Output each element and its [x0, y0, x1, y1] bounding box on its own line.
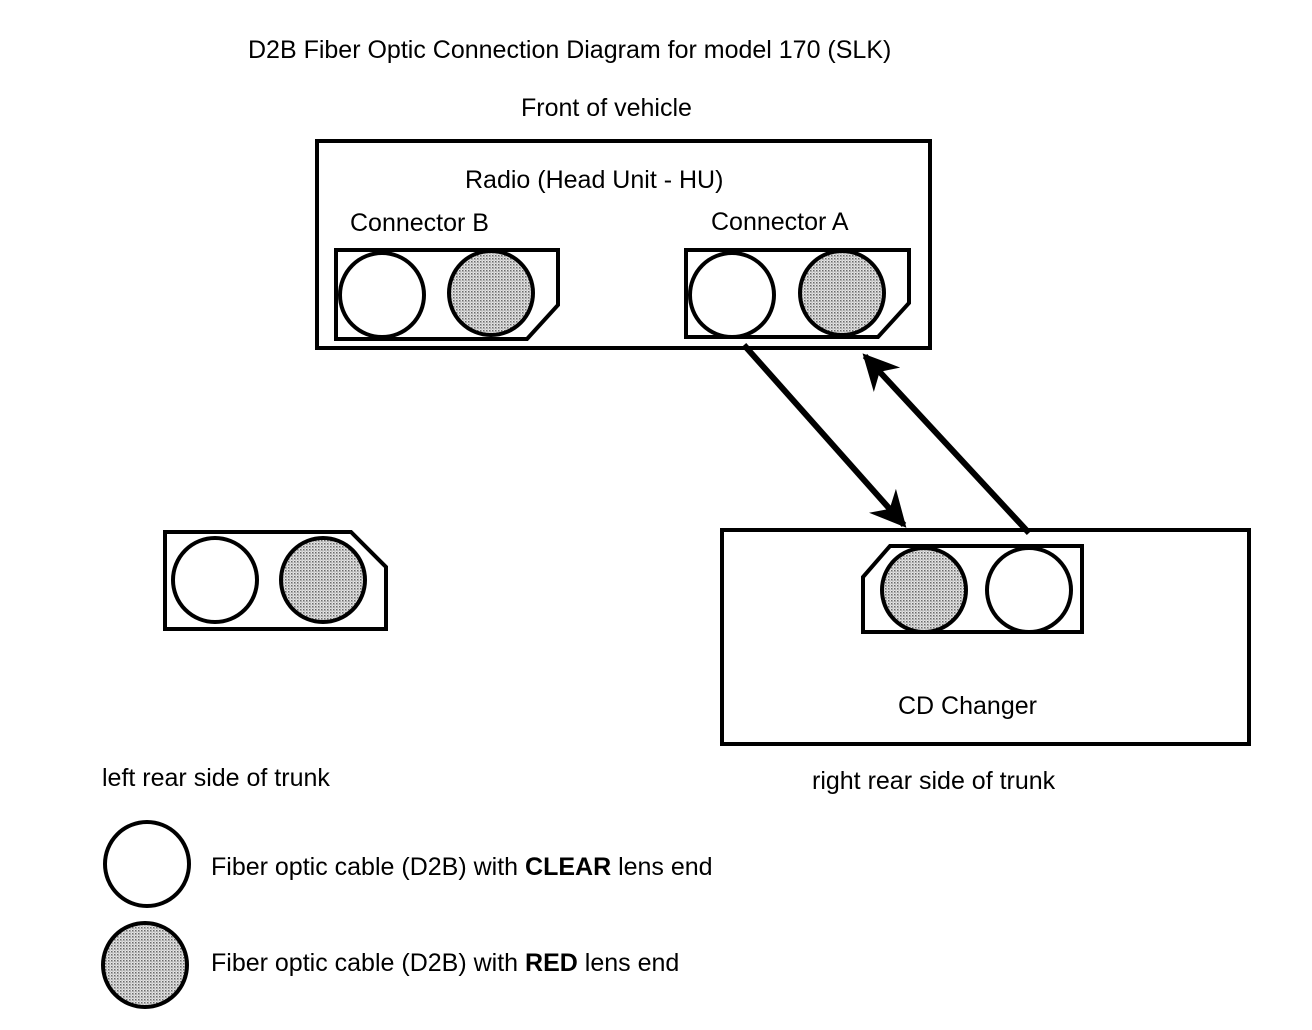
legend-clear-suffix: lens end	[611, 853, 713, 881]
connector-b-clear-lens	[338, 251, 426, 339]
legend-clear-bold: CLEAR	[525, 853, 612, 881]
left-trunk-red-lens	[279, 536, 367, 624]
connector-b-red-lens	[447, 249, 535, 337]
connector-a-housing	[684, 248, 911, 339]
legend-red-symbol	[101, 921, 189, 1009]
cd-changer-box	[720, 528, 1251, 746]
front-of-vehicle-label: Front of vehicle	[521, 94, 692, 122]
legend-red-text: Fiber optic cable (D2B) with RED lens en…	[211, 951, 679, 976]
legend-clear-text: Fiber optic cable (D2B) with CLEAR lens …	[211, 855, 713, 880]
left-trunk-clear-lens	[171, 536, 259, 624]
arrow-radio-to-cd	[741, 343, 907, 528]
connector-a-label: Connector A	[711, 208, 849, 236]
cd-changer-label: CD Changer	[898, 692, 1037, 720]
left-trunk-connector-housing	[163, 530, 388, 631]
legend-red-bold: RED	[525, 949, 578, 977]
connector-a-clear-lens	[688, 251, 776, 339]
left-trunk-label: left rear side of trunk	[102, 764, 330, 792]
connector-b-housing	[334, 248, 560, 341]
legend-red-suffix: lens end	[577, 949, 680, 977]
legend-clear-symbol	[103, 820, 191, 908]
connector-a-red-lens	[798, 249, 886, 337]
radio-box	[315, 139, 932, 350]
connector-b-label: Connector B	[350, 209, 489, 237]
diagram-title: D2B Fiber Optic Connection Diagram for m…	[248, 36, 892, 64]
cd-changer-connector-housing	[861, 544, 1084, 634]
right-trunk-label: right rear side of trunk	[812, 767, 1056, 795]
legend-clear-prefix: Fiber optic cable (D2B) with	[211, 853, 526, 881]
radio-label: Radio (Head Unit - HU)	[465, 166, 724, 194]
cd-changer-red-lens	[880, 546, 968, 634]
arrow-cd-to-radio	[862, 353, 1032, 536]
legend-red-prefix: Fiber optic cable (D2B) with	[211, 949, 526, 977]
cd-changer-clear-lens	[985, 546, 1073, 634]
